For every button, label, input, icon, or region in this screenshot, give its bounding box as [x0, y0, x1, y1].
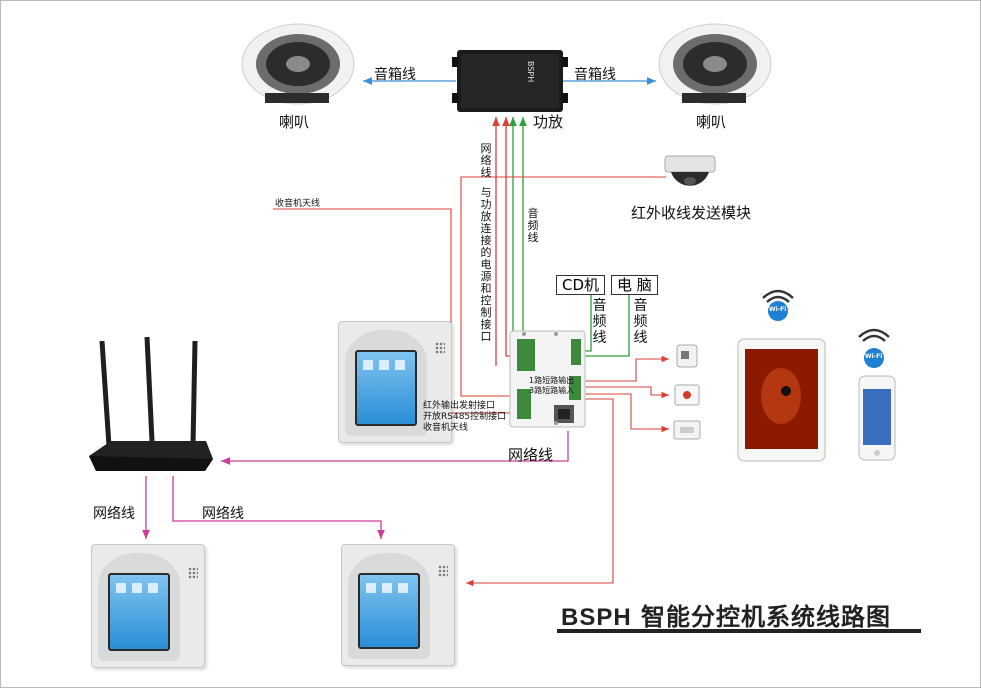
router-to-mid-panel-wire: [172, 476, 385, 539]
router-icon: [89, 336, 213, 471]
tablet-icon: [737, 338, 826, 462]
mid-network-label: 网络线: [202, 506, 244, 522]
control-panel-main-icon: [509, 330, 586, 428]
ir-wire: [460, 176, 666, 397]
touch-panel-top[interactable]: [338, 321, 452, 443]
amplifier-label: 功放: [533, 113, 564, 131]
short-out-wire-2: [581, 386, 669, 399]
power-control-wire-label: 与功放连接的电源和控制接口: [480, 186, 492, 343]
wifi-text-tablet: Wi-Fi: [769, 306, 787, 313]
short-output-label: 1路短路输出: [529, 376, 575, 385]
router-network-label: 网络线: [508, 446, 554, 464]
speaker-right-label: 喇叭: [696, 113, 727, 131]
ir-module-icon: [664, 155, 716, 186]
audio-wire-amp: [519, 117, 527, 344]
power-control-wire-b: [509, 117, 519, 350]
cd-player-label: CD机: [556, 275, 606, 295]
amplifier-icon: [452, 50, 568, 112]
panel-return-wire: [466, 398, 614, 587]
audio-wire-vertical-label: 音频线: [527, 207, 539, 244]
touch-panel-bottom-mid[interactable]: [341, 544, 455, 666]
pc-audio-wire: [574, 295, 630, 360]
door-contact-icon: [673, 420, 701, 440]
speaker-wire-right-label: 音箱线: [574, 67, 616, 83]
rs485-port-label: 开放RS485控制接口: [423, 412, 507, 422]
pc-audio-wire-label: 音频线: [633, 298, 648, 346]
network-wire-vertical-label: 网络线: [480, 142, 492, 179]
short-input-label: 3路短路输入: [529, 386, 575, 395]
ir-module-label: 红外收线发送模块: [631, 204, 752, 222]
wifi-icon-phone: [858, 328, 890, 368]
short-out-wire-3: [581, 393, 669, 433]
antenna-port-label: 收音机天线: [423, 423, 469, 433]
speaker-wire-left-label: 音箱线: [374, 67, 416, 83]
title-brand: BSPH: [561, 604, 632, 631]
speaker-right-icon: [658, 23, 772, 105]
router-network-wire: [221, 431, 569, 465]
wifi-text-phone: Wi-Fi: [865, 353, 883, 360]
diagram-title: BSPH 智能分控机系统线路图: [561, 597, 891, 632]
wifi-icon-tablet: [762, 289, 794, 321]
speaker-left-label: 喇叭: [279, 113, 310, 131]
pc-label: 电 脑: [611, 275, 658, 295]
touch-panel-bottom-left[interactable]: [91, 544, 205, 668]
radio-antenna-label: 收音机天线: [275, 199, 321, 209]
antenna-wire: [273, 208, 519, 414]
emergency-button-icon: [674, 384, 700, 406]
left-network-label: 网络线: [93, 506, 135, 522]
phone-icon: [858, 375, 896, 461]
pir-sensor-icon: [676, 344, 698, 368]
short-out-wire-1: [581, 355, 669, 382]
title-text: 智能分控机系统线路图: [631, 603, 892, 631]
amplifier-brand-text: BSPH: [526, 61, 535, 83]
ir-out-port-label: 红外输出发射接口: [423, 401, 496, 411]
speaker-left-icon: [241, 23, 355, 105]
cd-audio-wire-label: 音频线: [592, 298, 607, 346]
title-underline: [557, 629, 921, 633]
